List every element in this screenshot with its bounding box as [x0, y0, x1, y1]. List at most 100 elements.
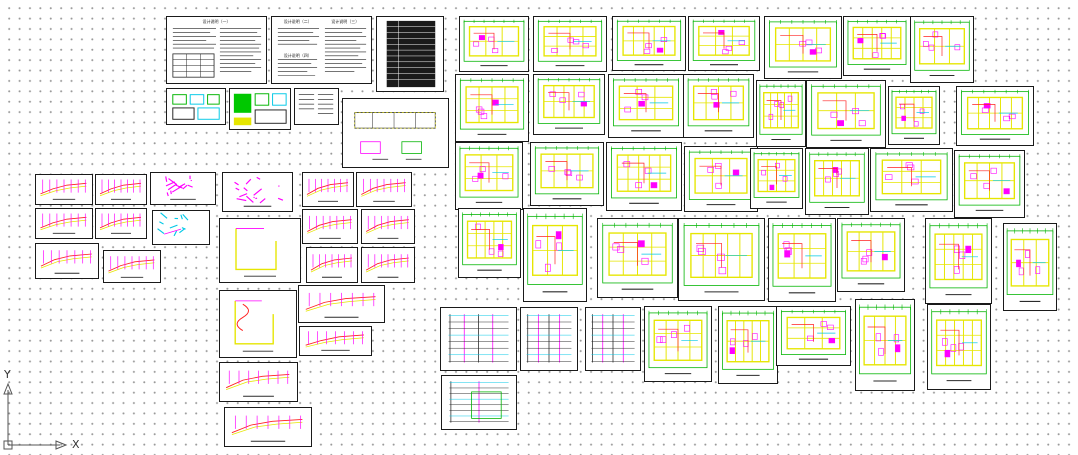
system-diagram-sheet-3-drawing — [151, 173, 215, 204]
floor-plan-sheet-6-drawing — [844, 17, 910, 75]
floor-plan-sheet-10-drawing — [609, 75, 683, 137]
floor-plan-sheet-1-drawing — [460, 17, 528, 71]
system-diagram-sheet-15[interactable] — [306, 247, 358, 283]
system-diagram-sheet-1[interactable] — [35, 174, 93, 205]
floor-plan-sheet-27-drawing — [679, 219, 764, 300]
system-diagram-sheet-2[interactable] — [95, 174, 147, 205]
floor-plan-sheet-5[interactable] — [764, 16, 842, 79]
system-diagram-sheet-21[interactable] — [224, 407, 312, 447]
floor-plan-sheet-29-drawing — [838, 219, 904, 291]
floor-plan-sheet-26[interactable] — [597, 218, 678, 298]
floor-plan-sheet-21[interactable] — [805, 148, 869, 215]
system-diagram-sheet-24[interactable] — [585, 307, 641, 371]
system-diagram-sheet-7-drawing — [153, 211, 209, 244]
floor-plan-sheet-30[interactable] — [925, 218, 992, 304]
system-diagram-sheet-16[interactable] — [361, 247, 415, 283]
floor-plan-sheet-12[interactable] — [756, 80, 806, 147]
legend-sheet-2[interactable] — [229, 88, 291, 130]
floor-plan-sheet-32[interactable] — [644, 306, 712, 382]
drawing-index-sheet[interactable] — [376, 16, 444, 92]
system-diagram-sheet-4[interactable] — [222, 172, 293, 212]
floor-plan-sheet-36[interactable] — [927, 304, 991, 390]
system-diagram-sheet-4-drawing — [223, 173, 292, 211]
system-diagram-sheet-24-drawing — [586, 308, 640, 370]
system-diagram-sheet-5[interactable] — [35, 208, 93, 239]
system-diagram-sheet-1-drawing — [36, 175, 92, 204]
floor-plan-sheet-14[interactable] — [888, 86, 940, 145]
system-diagram-sheet-8[interactable] — [35, 243, 99, 279]
system-diagram-sheet-23[interactable] — [520, 307, 578, 371]
plan-sheet-top-wide[interactable] — [342, 98, 449, 168]
floor-plan-sheet-13[interactable] — [806, 80, 886, 148]
system-diagram-sheet-13[interactable] — [361, 209, 415, 244]
floor-plan-sheet-15[interactable] — [956, 86, 1034, 146]
floor-plan-sheet-11[interactable] — [683, 74, 754, 138]
system-diagram-sheet-15-drawing — [307, 248, 357, 282]
floor-plan-sheet-25[interactable] — [523, 208, 587, 302]
system-diagram-sheet-3[interactable] — [150, 172, 216, 205]
floor-plan-sheet-31[interactable] — [1003, 223, 1057, 311]
system-diagram-sheet-7[interactable] — [152, 210, 210, 245]
floor-plan-sheet-22[interactable] — [870, 148, 953, 212]
floor-plan-sheet-1[interactable] — [459, 16, 529, 72]
floor-plan-sheet-29[interactable] — [837, 218, 905, 292]
system-diagram-sheet-14[interactable] — [219, 218, 301, 283]
floor-plan-sheet-33[interactable] — [718, 306, 778, 384]
legend-sheet-1[interactable] — [166, 88, 226, 125]
system-diagram-sheet-17[interactable] — [219, 290, 297, 358]
system-diagram-sheet-22[interactable] — [440, 307, 517, 371]
floor-plan-sheet-18[interactable] — [606, 142, 682, 211]
floor-plan-sheet-25-drawing — [524, 209, 586, 301]
system-diagram-sheet-9[interactable] — [103, 250, 161, 283]
floor-plan-sheet-24[interactable] — [458, 208, 521, 278]
floor-plan-sheet-16[interactable] — [455, 142, 523, 210]
system-diagram-sheet-5-drawing — [36, 209, 92, 238]
floor-plan-sheet-34-drawing — [777, 307, 850, 365]
floor-plan-sheet-8[interactable] — [455, 74, 529, 142]
design-notes-text-1 — [167, 17, 266, 83]
floor-plan-sheet-20-drawing — [751, 149, 802, 208]
ucs-icon: Y X — [0, 360, 90, 451]
floor-plan-sheet-34[interactable] — [776, 306, 851, 366]
system-diagram-sheet-6[interactable] — [95, 208, 147, 239]
floor-plan-sheet-7-drawing — [911, 17, 973, 82]
floor-plan-sheet-2[interactable] — [533, 16, 607, 72]
design-notes-text-2 — [272, 17, 371, 83]
system-diagram-sheet-20-drawing — [220, 363, 297, 401]
design-notes-sheet-1[interactable]: 设计说明（一） — [166, 16, 267, 84]
system-diagram-sheet-18[interactable] — [298, 285, 385, 323]
system-diagram-sheet-21-drawing — [225, 408, 311, 446]
floor-plan-sheet-12-drawing — [757, 81, 805, 146]
legend-sheet-3[interactable] — [294, 88, 339, 125]
system-diagram-sheet-18-drawing — [299, 286, 384, 322]
system-diagram-sheet-14-drawing — [220, 219, 300, 282]
system-diagram-sheet-12[interactable] — [302, 209, 358, 244]
design-notes-sheet-2[interactable]: 设计说明（二） 设计说明（三） 设计说明（四） — [271, 16, 372, 84]
system-diagram-sheet-20[interactable] — [219, 362, 298, 402]
floor-plan-sheet-9-drawing — [534, 75, 604, 134]
system-diagram-sheet-11[interactable] — [356, 172, 412, 207]
floor-plan-sheet-20[interactable] — [750, 148, 803, 209]
ucs-x-label: X — [72, 438, 80, 451]
floor-plan-sheet-3[interactable] — [612, 16, 686, 71]
floor-plan-sheet-9[interactable] — [533, 74, 605, 135]
floor-plan-sheet-7[interactable] — [910, 16, 974, 83]
system-diagram-sheet-10[interactable] — [302, 172, 354, 207]
floor-plan-sheet-19[interactable] — [684, 146, 758, 212]
floor-plan-sheet-5-drawing — [765, 17, 841, 78]
floor-plan-sheet-17[interactable] — [530, 142, 604, 206]
floor-plan-sheet-35[interactable] — [855, 299, 915, 391]
system-diagram-sheet-19[interactable] — [299, 326, 372, 356]
legend-symbols-1 — [167, 89, 225, 124]
floor-plan-sheet-6[interactable] — [843, 16, 911, 76]
system-diagram-sheet-25[interactable] — [441, 375, 517, 430]
system-diagram-sheet-12-drawing — [303, 210, 357, 243]
floor-plan-sheet-4[interactable] — [688, 16, 760, 71]
floor-plan-sheet-10[interactable] — [608, 74, 684, 138]
floor-plan-sheet-23[interactable] — [954, 150, 1025, 218]
floor-plan-sheet-14-drawing — [889, 87, 939, 144]
floor-plan-sheet-28[interactable] — [768, 218, 836, 302]
drawing-index-table — [377, 17, 443, 91]
floor-plan-sheet-27[interactable] — [678, 218, 765, 301]
